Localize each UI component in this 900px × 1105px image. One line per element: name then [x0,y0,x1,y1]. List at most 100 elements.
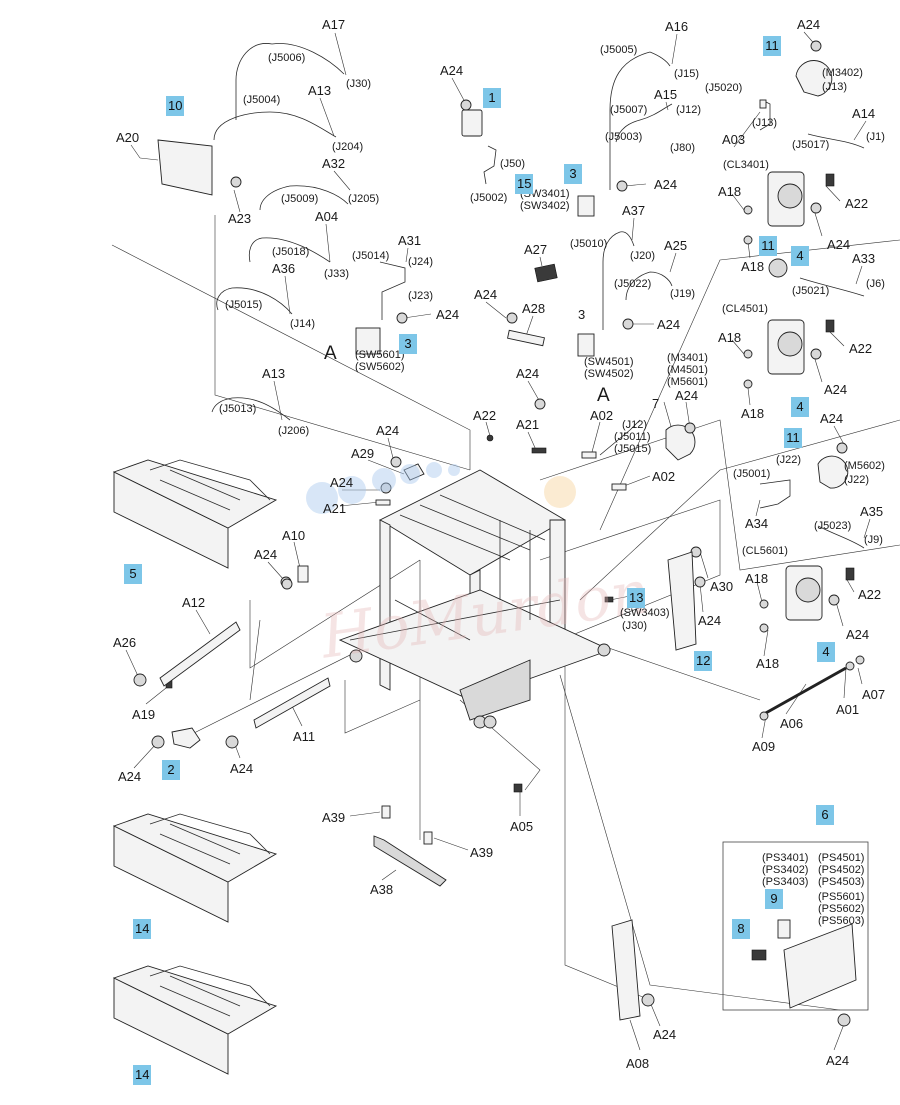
part-label: (J50) [500,158,526,170]
part-label: 3 [578,307,586,322]
part-label: (SW4501) [584,356,634,368]
part-label: (J30) [622,620,648,632]
part-label: A17 [322,17,346,32]
part-label: A22 [845,196,869,211]
part-label: (CL3401) [723,159,769,171]
callout-number: 11 [763,36,781,56]
part-label: A01 [836,702,860,717]
part-label: (J5009) [281,193,319,205]
part-label: (SW3403) [620,607,670,619]
part-label: (CL5601) [742,545,788,557]
part-label: A15 [654,87,678,102]
part-label: (J13) [822,81,848,93]
part-label: A22 [858,587,882,602]
part-label: A24 [675,388,699,403]
part-label: A39 [322,810,346,825]
part-label: A24 [698,613,722,628]
part-label: A35 [860,504,884,519]
part-label: (M3402) [822,67,863,79]
callout-number: 12 [694,651,713,671]
part-label: (J12) [622,419,648,431]
part-label: A24 [824,382,848,397]
part-label: (M4501) [667,364,708,376]
part-label: A24 [516,366,540,381]
part-label: A24 [820,411,844,426]
part-label: (M5601) [667,376,708,388]
part-label: (J5001) [733,468,771,480]
part-label: A09 [752,739,776,754]
callout-number: 4 [817,642,835,662]
part-label: A38 [370,882,394,897]
part-label: A31 [398,233,422,248]
part-label: (SW5602) [355,361,405,373]
part-label: (J9) [864,534,883,546]
part-label: A04 [315,209,339,224]
part-label: (PS5602) [818,903,865,915]
part-label: (SW5601) [355,349,405,361]
part-label: A10 [282,528,306,543]
part-label: (PS4502) [818,864,865,876]
part-label: A24 [118,769,142,784]
connection-marker-label: A [597,385,610,406]
part-label: A24 [436,307,460,322]
part-label: A39 [470,845,494,860]
part-label: (J24) [408,256,434,268]
part-label: A25 [664,238,688,253]
part-label: (J5002) [470,192,508,204]
part-label: (J23) [408,290,434,302]
callout-number: 8 [732,919,750,939]
part-label: A22 [473,408,497,423]
part-label: A11 [293,729,316,744]
part-label: A30 [710,579,734,594]
part-label: (J15) [674,68,700,80]
part-label: (J5006) [268,52,306,64]
callout-number: 4 [791,397,809,417]
callout-number: 13 [627,588,646,608]
part-label: A18 [741,259,765,274]
guide-lines [111,215,900,1011]
part-label: A08 [626,1056,650,1071]
callout-number: 2 [162,760,180,780]
part-label: (J22) [844,474,870,486]
main-frame [338,469,612,729]
part-label: (M3401) [667,352,708,364]
part-label: (J5017) [792,139,830,151]
part-label: (J22) [776,454,802,466]
part-label: A24 [653,1027,677,1042]
part-label: (J19) [670,288,696,300]
callout-number: 3 [399,334,417,354]
part-label: A24 [826,1053,850,1068]
part-label: (PS4503) [818,876,865,888]
part-label: (J206) [278,425,310,437]
part-label: A03 [722,132,746,147]
part-label: A20 [116,130,140,145]
part-label: (J5022) [614,278,652,290]
part-label: A18 [718,330,742,345]
part-label: (PS3401) [762,852,809,864]
callout-number: 14 [133,919,152,939]
part-label: (PS5601) [818,891,865,903]
part-label: A24 [254,547,278,562]
callout-number: 1 [483,88,501,108]
part-label: (J1) [866,131,885,143]
connection-marker-label: A [324,343,337,364]
part-label: A07 [862,687,886,702]
callout-number: 4 [791,246,809,266]
part-label: (J6) [866,278,885,290]
part-label: A24 [330,475,354,490]
part-label: (J5011) [614,431,651,443]
part-label: (J5005) [600,44,638,56]
part-label: A34 [745,516,769,531]
part-label: A06 [780,716,804,731]
part-label: A14 [852,106,876,121]
part-label: (J5021) [792,285,830,297]
callout-number: 14 [133,1065,152,1085]
part-label: A21 [323,501,347,516]
part-label: A27 [524,242,548,257]
part-label: A02 [590,408,614,423]
part-label: (J12) [676,104,702,116]
part-label: (J204) [332,141,364,153]
callout-number: 3 [564,164,582,184]
part-label: A24 [846,627,870,642]
